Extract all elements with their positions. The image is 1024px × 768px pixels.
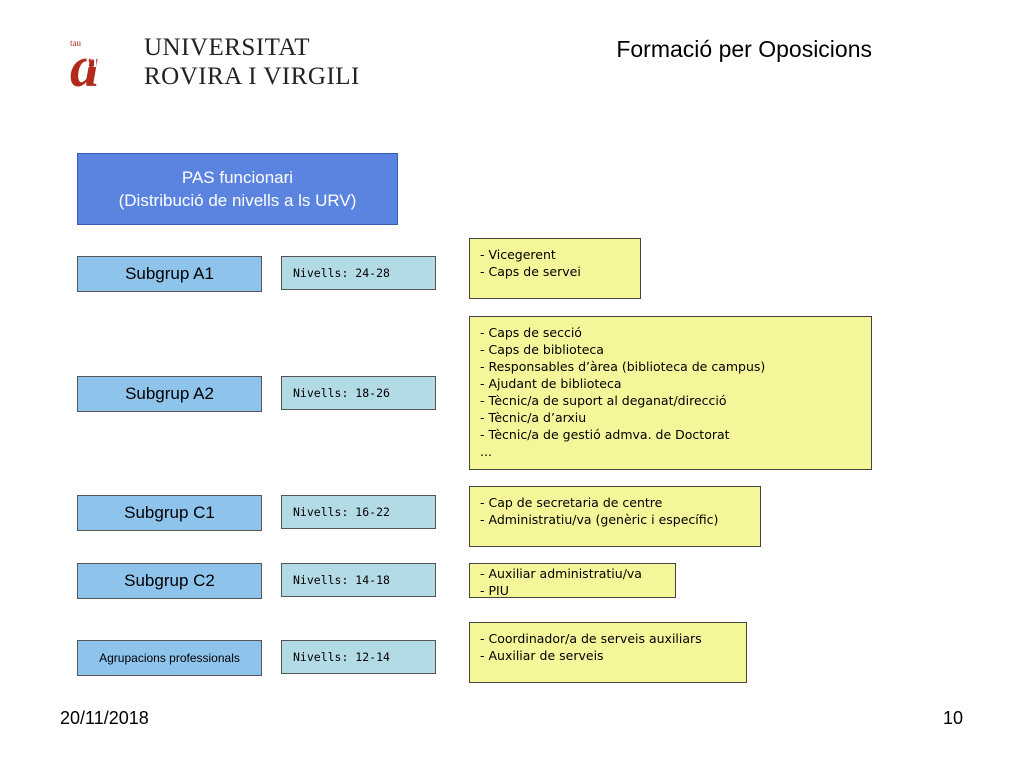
role-item: - Tècnic/a de gestió admva. de Doctorat <box>480 427 730 442</box>
pas-funcionari-box: PAS funcionari (Distribució de nivells a… <box>77 153 398 225</box>
levels-box-agrupacions: Nivells: 12-14 <box>281 640 436 674</box>
role-item: - Caps de biblioteca <box>480 342 604 357</box>
role-item: - PIU <box>480 583 509 598</box>
levels-box-a2: Nivells: 18-26 <box>281 376 436 410</box>
role-item: - Cap de secretaria de centre <box>480 495 663 510</box>
footer-date: 20/11/2018 <box>60 708 149 728</box>
role-item: - Vicegerent <box>480 247 556 262</box>
roles-box-c2: - Auxiliar administratiu/va - PIU <box>469 563 676 598</box>
role-item: - Auxiliar de serveis <box>480 648 604 663</box>
subgroup-box-a2: Subgrup A2 <box>77 376 262 412</box>
university-logo-text: UNIVERSITAT ROVIRA I VIRGILI <box>144 33 360 91</box>
role-item: - Tècnic/a de suport al deganat/direcció <box>480 393 727 408</box>
page-number: 10 <box>942 708 963 728</box>
roles-box-a2: - Caps de secció - Caps de biblioteca - … <box>469 316 872 470</box>
role-item: - Responsables d’àrea (biblioteca de cam… <box>480 359 766 374</box>
subgroup-box-c1: Subgrup C1 <box>77 495 262 531</box>
role-item: - Coordinador/a de serveis auxiliars <box>480 631 702 646</box>
roles-box-c1: - Cap de secretaria de centre - Administ… <box>469 486 761 547</box>
subgroup-box-c2: Subgrup C2 <box>77 563 262 599</box>
pas-funcionari-title: PAS funcionari <box>181 168 294 187</box>
university-logo-icon: tau a IT <box>66 34 132 99</box>
logo-line-2: ROVIRA I VIRGILI <box>144 63 360 90</box>
roles-box-agrupacions: - Coordinador/a de serveis auxiliars - A… <box>469 622 747 683</box>
roles-box-a1: - Vicegerent - Caps de servei <box>469 238 641 299</box>
levels-box-c2: Nivells: 14-18 <box>281 563 436 597</box>
svg-text:IT: IT <box>85 56 100 71</box>
levels-box-c1: Nivells: 16-22 <box>281 495 436 529</box>
role-item: - Tècnic/a d’arxiu <box>480 410 587 425</box>
subgroup-box-a1: Subgrup A1 <box>77 256 262 292</box>
slide-title: Formació per Oposicions <box>616 36 872 62</box>
role-item: - Administratiu/va (genèric i específic) <box>480 512 719 527</box>
role-item: - Caps de secció <box>480 325 582 340</box>
levels-box-a1: Nivells: 24-28 <box>281 256 436 290</box>
logo-line-1: UNIVERSITAT <box>144 34 310 61</box>
svg-text:tau: tau <box>70 38 81 48</box>
role-item: - Auxiliar administratiu/va <box>480 566 642 581</box>
role-item: - Caps de servei <box>480 264 581 279</box>
pas-funcionari-subtitle: (Distribució de nivells a ls URV) <box>118 191 357 210</box>
role-item: - Ajudant de biblioteca <box>480 376 622 391</box>
subgroup-box-agrupacions: Agrupacions professionals <box>77 640 262 676</box>
role-item: ... <box>480 444 492 459</box>
